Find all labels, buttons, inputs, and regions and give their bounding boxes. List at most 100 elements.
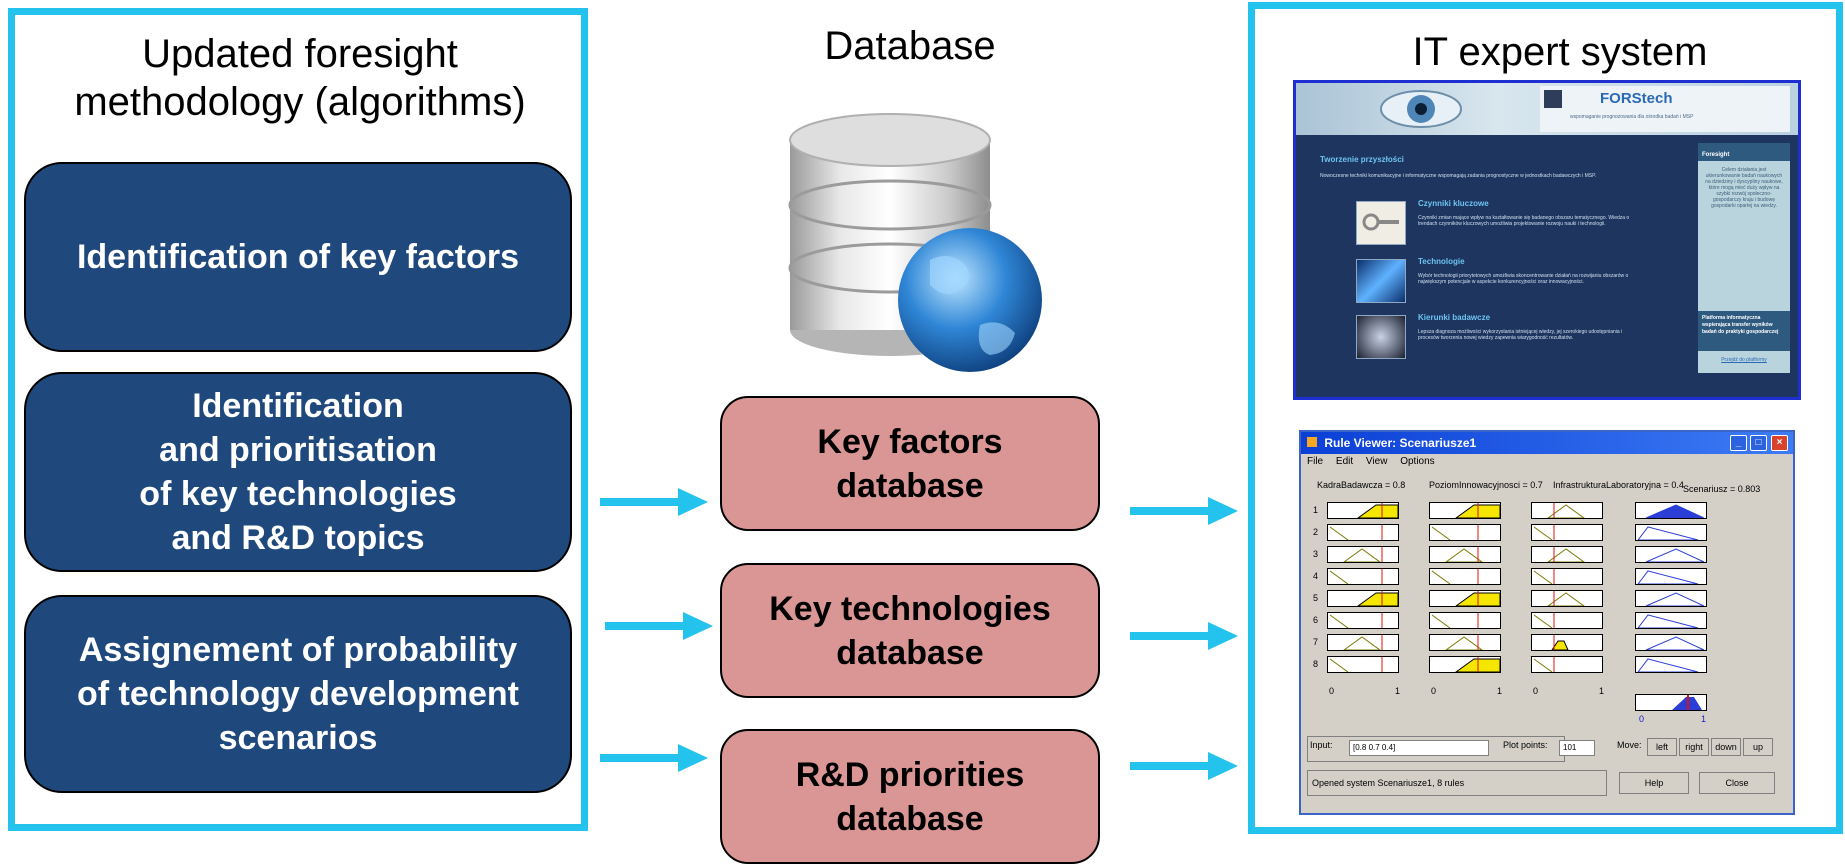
forstech-sidebar-title: Foresight (1702, 152, 1730, 158)
menu-edit[interactable]: Edit (1335, 456, 1354, 467)
arrow-priorities-db-to-system (1130, 752, 1238, 780)
membership-function-plot[interactable] (1429, 568, 1501, 585)
maximize-icon[interactable]: □ (1750, 435, 1767, 451)
section-key-factors-title: Czynniki kluczowe (1418, 199, 1489, 208)
input-infrastruktura-label: InfrastrukturaLaboratoryjna = 0.4 (1553, 480, 1684, 490)
plot-points-field[interactable]: 101 (1559, 740, 1595, 756)
minimize-icon[interactable]: _ (1730, 435, 1747, 451)
database-heading: Database (824, 24, 996, 68)
membership-function-plot[interactable] (1429, 612, 1501, 629)
section-research-directions-text: Lepsza diagnoza możliwości wykorzystania… (1418, 329, 1623, 341)
key-factors-database-box: Key factors database (720, 396, 1100, 531)
input-poziom-label: PoziomInnowacyjnosci = 0.7 (1429, 480, 1543, 490)
arrow-priorities-to-database (600, 744, 708, 772)
input-field[interactable]: [0.8 0.7 0.4] (1349, 740, 1489, 756)
arrow-key-factors-db-to-system (1130, 497, 1238, 525)
key-factors-identification-box: Identification of key factors (24, 162, 572, 352)
arrow-technologies-to-database (605, 612, 713, 640)
membership-function-plot[interactable] (1635, 524, 1707, 541)
move-left-button[interactable]: left (1647, 738, 1677, 756)
section-research-directions-title: Kierunki badawcze (1418, 313, 1491, 322)
rule-number: 4 (1313, 571, 1319, 581)
membership-function-plot[interactable] (1429, 656, 1501, 673)
axis-max-2: 1 (1497, 686, 1503, 696)
membership-function-plot[interactable] (1327, 568, 1399, 585)
scenario-probability-box: Assignement of probability of technology… (24, 595, 572, 793)
membership-function-plot[interactable] (1429, 634, 1501, 651)
help-button[interactable]: Help (1619, 772, 1689, 794)
membership-function-plot[interactable] (1635, 546, 1707, 563)
database-globe-icon (788, 113, 1042, 372)
arrow-key-factors-to-database (600, 488, 708, 516)
aggregated-output-plot[interactable] (1635, 694, 1707, 711)
close-icon[interactable]: × (1771, 435, 1788, 451)
membership-function-plot[interactable] (1327, 524, 1399, 541)
forstech-sidebar-link[interactable]: Przejdź do platformy (1721, 357, 1767, 363)
rule-viewer-title: Rule Viewer: Scenariusze1 (1324, 436, 1477, 450)
membership-function-plot[interactable] (1327, 502, 1399, 519)
membership-function-plot[interactable] (1531, 524, 1603, 541)
axis-min-4: 0 (1639, 714, 1645, 724)
axis-max-1: 1 (1395, 686, 1401, 696)
section-technologies-text: Wybór technologii priorytetowych umożliw… (1418, 273, 1629, 285)
forstech-sidebar-text: Celem działania jest ukierunkowanie bada… (1705, 167, 1783, 209)
membership-function-plot[interactable] (1327, 590, 1399, 607)
rule-viewer-titlebar: Rule Viewer: Scenariusze1 _ □ × (1301, 432, 1793, 454)
membership-function-plot[interactable] (1635, 612, 1707, 629)
input-label: Input: (1310, 740, 1333, 750)
membership-function-plot[interactable] (1429, 546, 1501, 563)
menu-view[interactable]: View (1365, 456, 1388, 467)
move-label: Move: (1617, 740, 1642, 750)
membership-function-plot[interactable] (1531, 634, 1603, 651)
forstech-page-title: Tworzenie przyszłości (1320, 155, 1404, 164)
forstech-sidebar: Foresight Celem działania jest ukierunko… (1698, 143, 1790, 373)
membership-function-plot[interactable] (1429, 502, 1501, 519)
rule-number: 1 (1313, 505, 1319, 515)
membership-function-plot[interactable] (1327, 546, 1399, 563)
move-down-button[interactable]: down (1711, 738, 1741, 756)
membership-function-plot[interactable] (1635, 634, 1707, 651)
technologies-thumbnail (1356, 259, 1406, 303)
membership-function-plot[interactable] (1429, 590, 1501, 607)
rule-number: 3 (1313, 549, 1319, 559)
membership-function-plot[interactable] (1531, 546, 1603, 563)
membership-function-plot[interactable] (1327, 634, 1399, 651)
move-up-button[interactable]: up (1743, 738, 1773, 756)
rule-number: 2 (1313, 527, 1319, 537)
membership-function-plot[interactable] (1531, 590, 1603, 607)
axis-min-3: 0 (1533, 686, 1539, 696)
membership-function-plot[interactable] (1531, 502, 1603, 519)
rule-number: 7 (1313, 637, 1319, 647)
membership-function-plot[interactable] (1635, 656, 1707, 673)
eye-icon (1380, 90, 1462, 128)
close-button[interactable]: Close (1699, 772, 1775, 794)
arrow-technologies-db-to-system (1130, 622, 1238, 650)
menu-file[interactable]: File (1307, 456, 1324, 467)
membership-function-plot[interactable] (1635, 590, 1707, 607)
forstech-header: FORStech wspomaganie prognozowania dla o… (1296, 83, 1798, 135)
forstech-logo-box: FORStech wspomaganie prognozowania dla o… (1540, 86, 1790, 132)
membership-function-plot[interactable] (1635, 568, 1707, 585)
matlab-icon (1307, 437, 1317, 447)
rule-viewer-menu: File Edit View Options (1307, 456, 1445, 467)
membership-function-plot[interactable] (1635, 502, 1707, 519)
membership-function-plot[interactable] (1531, 612, 1603, 629)
forstech-logo-mark (1544, 90, 1562, 108)
membership-function-plot[interactable] (1531, 568, 1603, 585)
rule-number: 5 (1313, 593, 1319, 603)
membership-function-plot[interactable] (1327, 612, 1399, 629)
methodology-panel (8, 8, 588, 831)
output-scenariusz-label: Scenariusz = 0.803 (1683, 484, 1761, 494)
menu-options[interactable]: Options (1400, 456, 1435, 467)
axis-max-3: 1 (1599, 686, 1605, 696)
move-right-button[interactable]: right (1679, 738, 1709, 756)
membership-function-plot[interactable] (1429, 524, 1501, 541)
membership-function-plot[interactable] (1531, 656, 1603, 673)
rd-priorities-database-box: R&D priorities database (720, 729, 1100, 864)
section-key-factors-text: Czynniki zmian mające wpływ na kształtow… (1418, 215, 1630, 227)
membership-function-plot[interactable] (1327, 656, 1399, 673)
key-technologies-database-box: Key technologies database (720, 563, 1100, 698)
forstech-intro: Nowoczesne techniki komunikacyjne i info… (1320, 173, 1597, 179)
key-factors-thumbnail (1356, 201, 1406, 245)
input-kadra-label: KadraBadawcza = 0.8 (1317, 480, 1406, 490)
